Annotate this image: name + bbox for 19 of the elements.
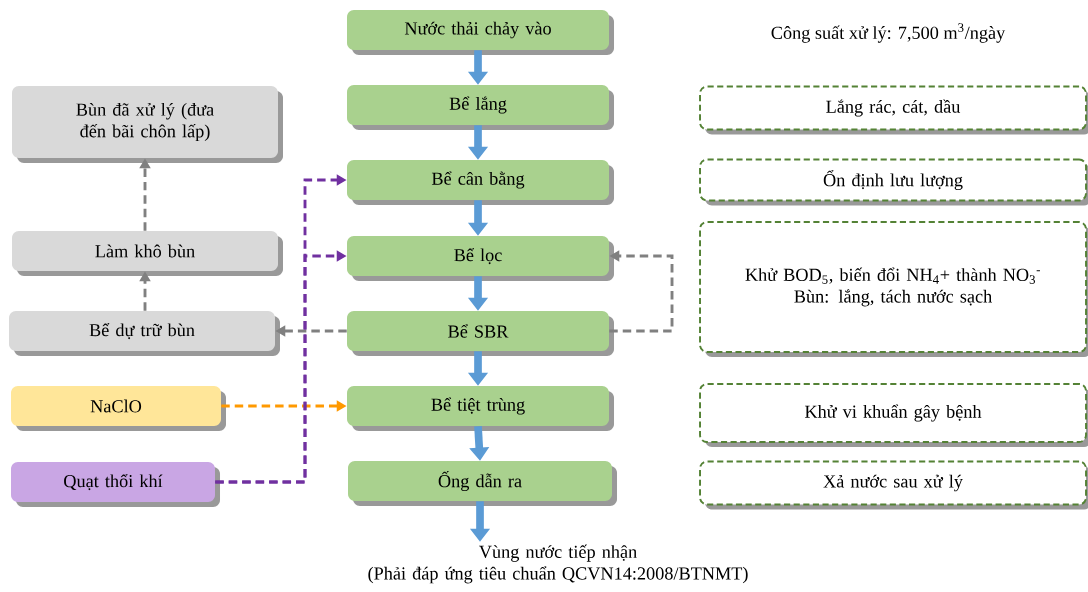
note-box: Khử vi khuẩn gây bệnh — [699, 383, 1088, 447]
note-box: Lắng rác, cát, dầu — [699, 85, 1088, 135]
sludge-box: Bể dự trữ bùn — [9, 311, 280, 356]
process-box: Ống dẫn ra — [348, 461, 617, 506]
sludge-box: Bùn đã xử lý (đưa đến bãi chôn lấp) — [12, 86, 283, 163]
note-box: Xả nước sau xử lý — [699, 460, 1088, 510]
process-box: Bể tiệt trùng — [347, 386, 614, 431]
outlet-text: Vùng nước tiếp nhận (Phải đáp ứng tiêu chuẩn QCVN14:2008/BTNMT) — [368, 544, 748, 584]
blower-box: Quạt thổi khí — [11, 462, 220, 507]
process-box: Bể SBR — [347, 311, 614, 356]
note-box: Ổn định lưu lượng — [699, 158, 1088, 206]
note-box: Khử BOD$_{5}$, biến đổi NH$_{4}$+ thành NO$_{3}$- Bùn: lắng, tách nước sạch — [699, 221, 1088, 357]
process-box: Bể lọc — [347, 236, 614, 281]
capacity-label: Công suất xử lý: 7,500 m$^{3}$/ngày — [771, 23, 1006, 43]
process-box: Bể cân bằng — [347, 160, 614, 205]
chemical-box: NaClO — [11, 386, 226, 431]
process-box: Nước thải chảy vào — [347, 10, 614, 55]
sludge-box: Làm khô bùn — [12, 231, 283, 276]
process-box: Bể lắng — [347, 85, 614, 130]
